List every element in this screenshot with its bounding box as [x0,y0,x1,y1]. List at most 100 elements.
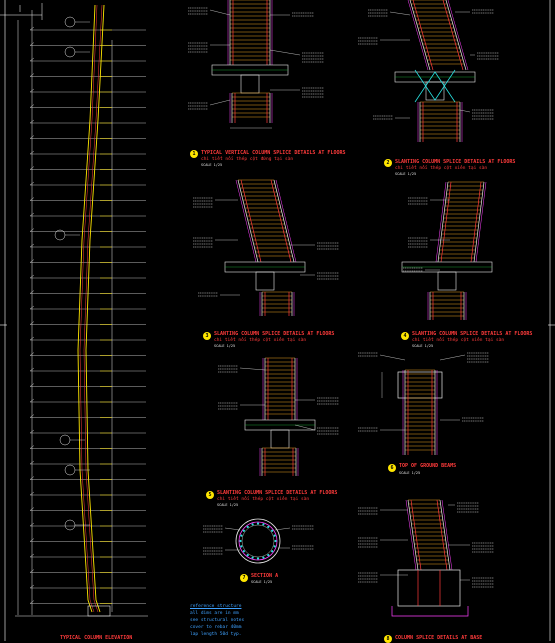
leader-line [269,49,301,56]
column-edge [445,0,467,71]
beam-section [270,429,290,449]
column-detail [435,181,487,263]
leader-line [209,99,231,106]
rebar-dot [271,550,274,553]
title-stub [0,3,43,20]
dimension-tick [29,429,35,434]
column-detail [417,101,463,142]
circular-column-outline [235,518,281,564]
dimension-tick [29,367,35,372]
callout-circle [59,434,71,446]
rebar-dot [246,554,249,557]
column-edge [473,181,485,263]
splice-bar [235,179,257,263]
column-detail [427,291,467,320]
longitudinal-rebar [436,499,448,571]
dimension-tick [29,274,35,279]
leader-line [459,109,471,113]
leader-line [379,354,406,361]
longitudinal-rebar [410,499,422,571]
detail-drawings [188,0,499,617]
callout-circle [64,464,76,476]
footing-rebar [391,606,469,617]
splice-bar [475,181,487,263]
dimension-tick [29,336,35,341]
dimension-tick [29,522,35,527]
cross-tie [414,71,456,103]
dimension-tick [29,181,35,186]
longitudinal-rebar [412,0,434,71]
column-edge [237,179,259,263]
column-detail [259,291,295,316]
rebar-dot [251,556,254,559]
dimension-tick [29,569,35,573]
column-outline-left [77,4,96,613]
dimension-tick [29,104,35,108]
rebar-dot [251,523,254,526]
dimension-tick [29,383,35,387]
leader-line [294,424,316,431]
column-detail [227,0,273,65]
dimension-tick [29,584,35,589]
dimension-tick [29,57,35,62]
longitudinal-rebar [240,179,262,263]
longitudinal-rebar [270,179,292,263]
longitudinal-rebar [442,0,464,71]
leader-line [389,11,411,16]
splice-bar [447,0,469,71]
dimension-tick [29,491,35,496]
dimension-tick [29,197,35,201]
column-detail [402,369,438,455]
dimension-tick [29,290,35,294]
core-outline [241,524,275,558]
column-edge [409,0,431,71]
splice-bar [407,0,429,71]
leader-line [224,527,241,531]
leader-line [239,367,266,371]
splice-bar [435,181,447,263]
dimension-tick [29,553,35,558]
rebar-dot [271,529,274,532]
rebar-dot [242,550,245,553]
column-detail [262,357,298,420]
beam-section [240,74,260,94]
rebar-dot [262,523,265,526]
rebar-line [79,4,98,613]
column-detail [229,92,273,123]
dimension-tick [29,460,35,465]
splice-bar [405,499,417,571]
rebar-dot [256,522,260,525]
longitudinal-rebar [440,181,452,263]
dimension-tick [29,228,35,232]
rebar-dot [246,525,249,528]
dimension-tick [29,445,35,449]
dimension-tick [29,243,35,248]
dimension-tick [29,414,35,418]
callout-circle [64,519,76,531]
rebar-dot [240,545,243,548]
dimension-tick [29,398,35,403]
rebar-dot [267,525,270,528]
leader-line [439,354,466,361]
callout-circle [64,46,76,58]
dimension-tick [29,507,35,511]
dimension-tick [29,259,35,263]
column-outline-right [85,4,105,613]
rebar-dot [267,554,270,557]
rebar-dot [240,534,243,537]
dimension-tick [29,26,35,31]
spiral-tie [238,521,278,561]
dimension-tick [29,212,35,217]
dimension-tick [29,73,35,77]
callout-circle [64,16,76,28]
rebar-line [83,4,103,613]
leader-line [209,9,231,16]
rebar-dot [273,545,276,548]
dimension-tick [29,166,35,170]
longitudinal-rebar [470,181,482,263]
dimension-tick [29,476,35,480]
rebar-dot [256,557,260,560]
column-edge [273,179,295,263]
